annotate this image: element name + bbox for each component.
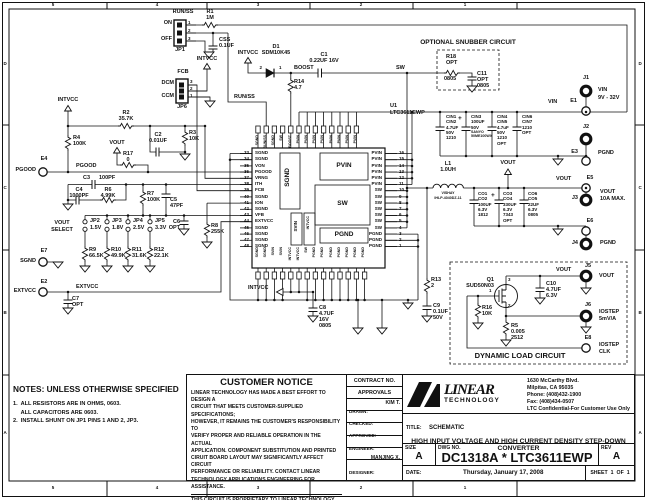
dwg-number: DC1318A * LTC3611EWP: [441, 449, 593, 465]
dwg-row: SIZE A DWG NO. DC1318A * LTC3611EWP REV …: [403, 442, 634, 465]
approvals-row: APPROVED:: [347, 423, 402, 439]
note-line: ALL CAPACITORS ARE 0603.: [13, 409, 99, 416]
lt-logo-icon: [407, 381, 440, 407]
of-label: OF: [616, 469, 624, 476]
customer-notice-body: LINEAR TECHNOLOGY HAS MADE A BEST EFFORT…: [191, 390, 342, 491]
note-line: 2. INSTALL SHUNT ON JP1 PINS 1 AND 2, JP…: [13, 418, 139, 425]
contract-no-label: CONTRACT NO.: [347, 375, 402, 387]
size-label: SIZE: [405, 444, 417, 451]
logo-row: LINEAR TECHNOLOGY 1630 McCarthy Blvd.Mil…: [403, 375, 634, 414]
rev-cell: REV A: [598, 443, 634, 465]
notes-heading: NOTES: UNLESS OTHERWISE SPECIFIED: [13, 384, 179, 394]
date-value: Thursday, January 17, 2008: [463, 469, 544, 477]
approvals-row: DESIGNER:: [347, 448, 402, 475]
address-line: Fax: (408)434-0507: [527, 398, 575, 405]
notes-block: NOTES: UNLESS OTHERWISE SPECIFIED 1. ALL…: [13, 384, 183, 426]
title-block-right: LINEAR TECHNOLOGY 1630 McCarthy Blvd.Mil…: [403, 375, 634, 480]
customer-notice: CUSTOMER NOTICE LINEAR TECHNOLOGY HAS MA…: [187, 375, 347, 500]
rev-value: A: [612, 450, 621, 462]
approvals-row-label: ENGINEER:: [349, 445, 375, 451]
rev-label: REV: [601, 444, 612, 451]
sheet-num: 1: [610, 469, 614, 476]
dwg-cell: DWG NO. DC1318A * LTC3611EWP: [436, 444, 598, 465]
note-line: 1. ALL RESISTORS ARE IN OHMS, 0603.: [13, 401, 121, 407]
size-cell: SIZE A: [403, 443, 436, 465]
approvals-row-value: MANJING X.: [370, 454, 400, 461]
company-logo: LINEAR TECHNOLOGY: [403, 375, 525, 413]
date-label: DATE:: [406, 469, 422, 476]
dwg-label: DWG NO.: [438, 444, 461, 451]
notice-line: HOWEVER, IT REMAINS THE CUSTOMER'S RESPO…: [191, 418, 341, 433]
approvals-row: ENGINEER: MANJING X.: [347, 436, 402, 461]
approvals-column: CONTRACT NO. APPROVALS DRAWN: KIM T. CHECK…: [347, 375, 403, 480]
address-line: LTC Confidential-For Customer Use Only: [527, 405, 630, 412]
approvals-row-label: CHECKED:: [349, 421, 374, 427]
sheet-label: SHEET: [590, 469, 608, 476]
notice-line: PERFORMANCE OR RELIABILITY. CONTACT LINE…: [191, 469, 320, 476]
title-row: TITLE: SCHEMATIC HIGH INPUT VOLTAGE AND …: [403, 414, 634, 452]
notice-line: VERIFY PROPER AND RELIABLE OPERATION IN …: [191, 433, 321, 447]
approvals-row-label: DESIGNER:: [349, 469, 375, 475]
company-name-line2: TECHNOLOGY: [444, 397, 500, 405]
drawing-subtitle: HIGH INPUT VOLTAGE AND HIGH CURRENT DENS…: [411, 437, 626, 452]
notice-line: CIRCUIT THAT MEETS CUSTOMER-SUPPLIED SPE…: [191, 404, 303, 418]
notes-lines: 1. ALL RESISTORS ARE IN OHMS, 0603. ALL …: [13, 400, 183, 426]
customer-notice-title: CUSTOMER NOTICE: [220, 377, 313, 388]
sheet-total: 1: [626, 469, 630, 476]
date-cell: DATE: Thursday, January 17, 2008: [403, 466, 585, 480]
notice-line: CIRUIT BOARD LAYOUT MAY SIGNIFICANTLY AF…: [191, 454, 324, 469]
approvals-row-label: APPROVED:: [349, 433, 377, 439]
notice-line: LINEAR TECHNOLOGY HAS MADE A BEST EFFORT…: [191, 390, 326, 404]
company-name-line1: LINEAR: [444, 381, 495, 398]
address-line: Milpitas, CA 95035: [527, 384, 574, 391]
company-name: LINEAR TECHNOLOGY: [444, 381, 500, 405]
approvals-rows: DRAWN: KIM T. CHECKED: APPROVED: ENGINEER: MA…: [347, 399, 402, 475]
notice-line: APPLICATION. COMPONENT SUBSTITUTION AND …: [191, 447, 337, 454]
notice-line: TECHNOLOGY APPLICATIONS ENGINEERING FOR …: [191, 476, 315, 490]
address-line: 1630 McCarthy Blvd.: [527, 378, 579, 384]
customer-notice-footer: THIS CIRCUIT IS PROPRIETARY TO LINEAR TE…: [191, 494, 342, 500]
title-block: CUSTOMER NOTICE LINEAR TECHNOLOGY HAS MA…: [186, 374, 635, 500]
sheet-cell: SHEET 1 OF 1: [585, 465, 634, 480]
date-row: DATE: Thursday, January 17, 2008 SHEET 1…: [403, 464, 634, 480]
title-label: TITLE:: [406, 424, 422, 431]
approvals-label: APPROVALS: [347, 387, 402, 399]
approvals-row-label: DRAWN:: [349, 409, 368, 414]
title-value: SCHEMATIC: [429, 424, 465, 431]
approvals-row: DRAWN: KIM T.: [347, 399, 402, 414]
size-value: A: [415, 450, 423, 462]
notice-footer-line: THIS CIRCUIT IS PROPRIETARY TO LINEAR TE…: [191, 497, 342, 500]
address-line: Phone: (408)432-1900: [527, 391, 582, 398]
approvals-row-value: KIM T.: [385, 400, 400, 406]
approvals-row: CHECKED:: [347, 411, 402, 427]
